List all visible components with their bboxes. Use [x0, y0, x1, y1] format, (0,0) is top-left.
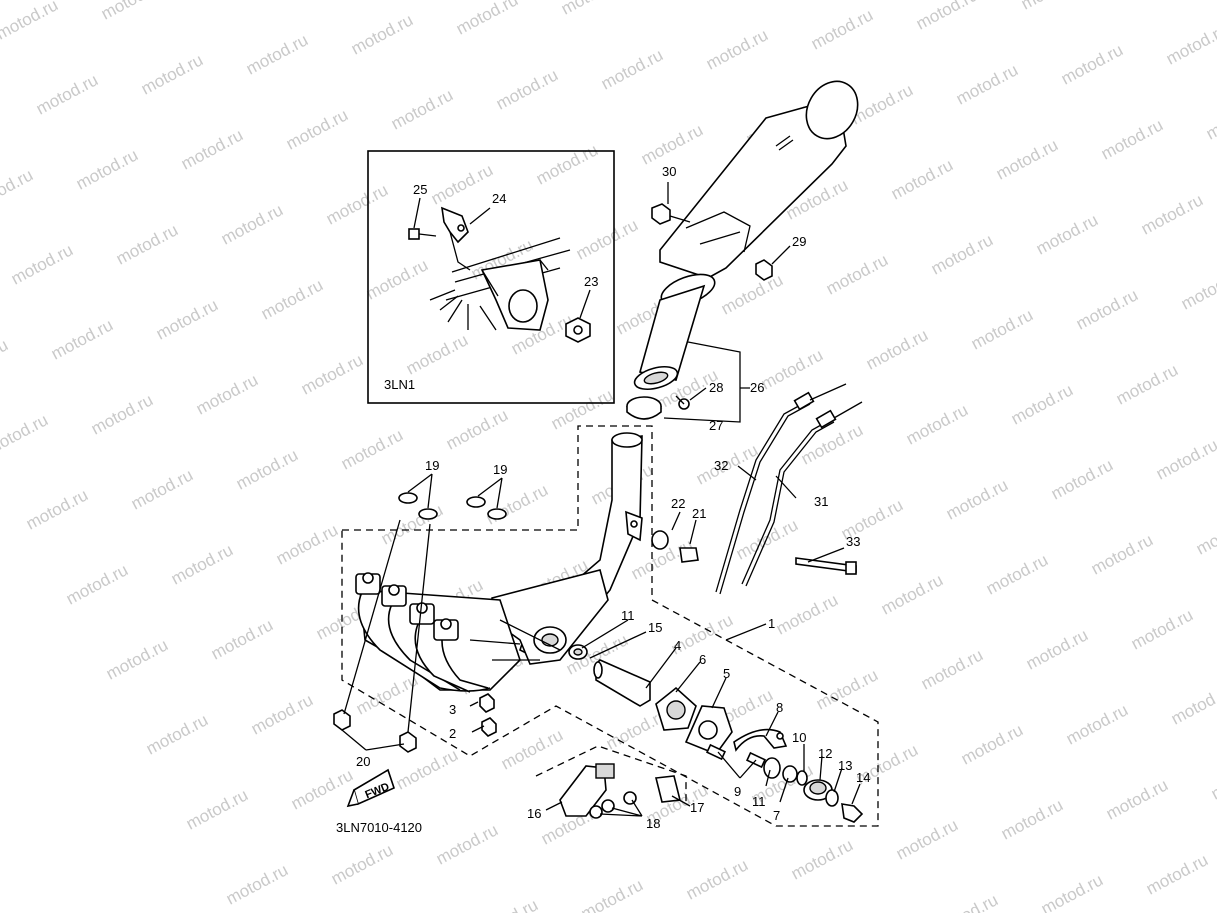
callout-8: 8	[776, 700, 783, 715]
muffler-gasket-27	[626, 396, 662, 420]
muffler	[633, 80, 859, 391]
washer-22	[651, 530, 669, 550]
callout-7: 7	[773, 808, 780, 823]
callout-32: 32	[714, 458, 728, 473]
callout-13: 13	[838, 758, 852, 773]
callout-2: 2	[449, 726, 456, 741]
exup-cables	[715, 383, 863, 595]
callout-4: 4	[674, 638, 681, 653]
exhaust-nuts-20	[333, 709, 417, 753]
callout-24: 24	[492, 191, 506, 206]
callout-10: 10	[792, 730, 806, 745]
callout-15: 15	[648, 620, 662, 635]
inset-bolt-25	[408, 228, 437, 240]
washer-10	[796, 770, 808, 786]
leader-lines	[341, 182, 861, 817]
clamp-bolt-28	[675, 395, 690, 410]
callout-19-left: 19	[425, 458, 439, 473]
bolt-14	[841, 803, 864, 823]
callout-5: 5	[723, 666, 730, 681]
gasket-6	[655, 686, 697, 731]
callout-28: 28	[709, 380, 723, 395]
cable-tie-33	[795, 557, 857, 575]
exhaust-gaskets-19	[398, 492, 507, 520]
callout-3: 3	[449, 702, 456, 717]
callout-19-right: 19	[493, 462, 507, 477]
muffler-bolt-30	[651, 203, 691, 225]
callout-25: 25	[413, 182, 427, 197]
cover-5	[684, 705, 733, 755]
callout-33: 33	[846, 534, 860, 549]
callout-17: 17	[690, 800, 704, 815]
lever-8	[733, 728, 788, 752]
muffler-nut-29	[755, 259, 773, 281]
diagram-code: 3LN7010-4120	[336, 820, 422, 835]
exhaust-pipe-assembly	[357, 432, 643, 693]
callout-30: 30	[662, 164, 676, 179]
fwd-arrow: FWD	[346, 768, 395, 808]
seal-15	[568, 644, 588, 660]
washer-11-lower	[763, 757, 781, 779]
callout-11-lower: 11	[752, 794, 766, 809]
callout-22: 22	[671, 496, 685, 511]
inset-nut-23	[565, 317, 591, 343]
callout-27: 27	[709, 418, 723, 433]
callout-9: 9	[734, 784, 741, 799]
callout-6: 6	[699, 652, 706, 667]
callout-18: 18	[646, 816, 660, 831]
callout-labels: 1 2 3 4 5 6 7 8 9 10 11 11 12 13 14 15 1…	[356, 164, 870, 831]
callout-29: 29	[792, 234, 806, 249]
spacer-7	[782, 765, 798, 783]
callout-26: 26	[750, 380, 764, 395]
callout-1: 1	[768, 616, 775, 631]
collar-13	[825, 789, 839, 807]
inset-label: 3LN1	[384, 377, 415, 392]
callout-31: 31	[814, 494, 828, 509]
callout-21: 21	[692, 506, 706, 521]
inset-bracket-24	[441, 206, 471, 271]
callout-23: 23	[584, 274, 598, 289]
callout-16: 16	[527, 806, 541, 821]
callout-11-upper: 11	[621, 608, 635, 623]
callout-12: 12	[818, 746, 832, 761]
callout-14: 14	[856, 770, 870, 785]
exhaust-flanges	[355, 572, 459, 641]
inset-frame	[367, 150, 615, 404]
exhaust-clamp-plate	[625, 510, 643, 542]
servo-cover-16	[559, 763, 615, 817]
bolt-21	[679, 547, 699, 563]
inset-frame-rails	[429, 237, 571, 331]
exup-valve-4	[593, 659, 651, 707]
callout-20: 20	[356, 754, 370, 769]
nuts-3-2	[479, 693, 497, 737]
